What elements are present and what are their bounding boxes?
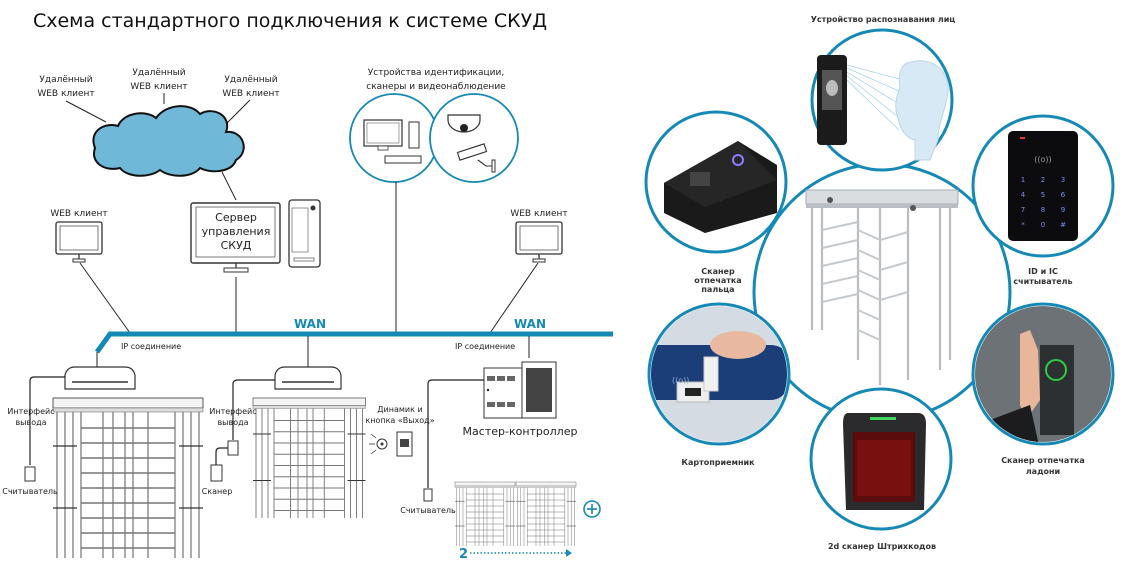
scanner-keypad-icon [210,464,223,482]
web-client-left-label: WEB клиент [50,209,107,219]
connector [79,262,131,334]
scanner-label: Сканер [202,487,233,496]
wan-label-right: WAN [514,317,546,331]
remote-client-label: Удалённый [39,75,92,85]
small-turnstile [454,481,516,547]
reader-icon [24,466,36,482]
small-turnstile [515,481,577,547]
face-recognition-label: Устройство распознавания лиц [811,15,956,24]
master-controller-icon [483,361,557,419]
keypad-reader-icon: ((o)) [1008,131,1078,241]
server-label: Сервер [215,211,257,224]
devices-label: Устройства идентификации, [368,68,504,78]
server-label: управления [202,225,271,238]
bullet-camera-icon [456,143,496,173]
keypad-key: 9 [1061,206,1065,214]
exit-button-face [400,439,409,447]
face-scan-lines [846,64,904,131]
keypad-key: # [1060,221,1066,229]
turnstile-1 [52,366,204,559]
arrow-head-icon [566,549,572,557]
turnstile-2 [252,366,367,519]
web-client-left-monitor-icon [55,221,103,263]
remote-client-label: Удалённый [132,68,185,78]
card-acceptor-label: Картоприемник [681,458,755,467]
keypad-key: 4 [1021,191,1026,199]
keypad-key: 2 [1041,176,1045,184]
interface-label: Интерфейс [7,407,54,416]
internet-cloud-icon [92,105,245,177]
server-label: СКУД [221,239,252,252]
ip-connection-left-label: IP соединение [121,342,181,351]
server-monitor [190,202,281,273]
interface-box-icon [227,440,239,456]
reader-label: Считыватель [2,487,58,496]
count-label: 2 [459,547,468,562]
connector [489,262,539,334]
palm-label: Сканер отпечатка [1001,456,1085,465]
palm-label: ладони [1026,467,1060,476]
keypad-key: 1 [1021,176,1025,184]
fingerprint-label: пальца [701,285,734,294]
exit-button-label: Динамик и [377,405,422,414]
ip-connection-right-label: IP соединение [455,342,515,351]
add-more-plus-icon[interactable] [583,500,601,518]
fingerprint-label: отпечатка [694,276,741,285]
interface-label: вывода [15,418,46,427]
reader-icon [423,488,433,502]
speaker-icon [369,433,388,455]
head-profile-icon [895,60,949,161]
master-controller-label: Мастер-контроллер [463,425,578,438]
keypad-key: 5 [1041,191,1045,199]
pc-icon [363,119,422,164]
keypad-key: 0 [1041,221,1045,229]
card-symbol: ((o)) [672,376,689,385]
keypad-key: 6 [1061,191,1066,199]
keypad-key: * [1021,221,1025,229]
keypad-key: 8 [1041,206,1045,214]
card-acceptor-icon: ((o)) [651,306,787,442]
interface-label: Интерфейс [209,407,256,416]
dome-camera-icon [447,114,481,133]
turnstile-photo [805,189,959,385]
diagram-title: Схема стандартного подключения к системе… [33,10,547,32]
wan-label-left: WAN [294,317,326,331]
web-client-right-label: WEB клиент [510,209,567,219]
fingerprint-label: Сканер [701,267,735,276]
exit-button-label: кнопка «Выход» [365,416,434,425]
remote-client-label: WEB клиент [130,82,187,92]
server-tower-icon [288,199,321,268]
card-symbol: ((o)) [1034,155,1051,164]
barcode-label: 2d сканер Штрихкодов [828,542,936,551]
remote-client-label: Удалённый [224,75,277,85]
id-ic-label: ID и IC [1028,267,1058,276]
barcode-scanner-icon [843,413,926,510]
cloud-connector-lines [65,93,251,201]
web-client-right-monitor-icon [515,221,563,263]
fingerprint-scanner-icon [664,141,777,233]
remote-client-label: WEB клиент [222,89,279,99]
reader-right-label: Считыватель [400,506,456,515]
keypad-key: 7 [1021,206,1025,214]
keypad-key: 3 [1061,176,1065,184]
cameras-circle [429,93,519,183]
wan-bus-line [94,331,613,354]
remote-client-label: WEB клиент [37,89,94,99]
devices-label: сканеры и видеонаблюдение [366,82,506,92]
face-terminal-icon [817,55,847,145]
palm-scanner-icon [975,306,1111,442]
id-ic-label: считыватель [1013,277,1072,286]
keypad-keys: 1 2 3 4 5 6 7 8 9 * 0 # [1021,176,1066,229]
interface-label: вывода [217,418,248,427]
